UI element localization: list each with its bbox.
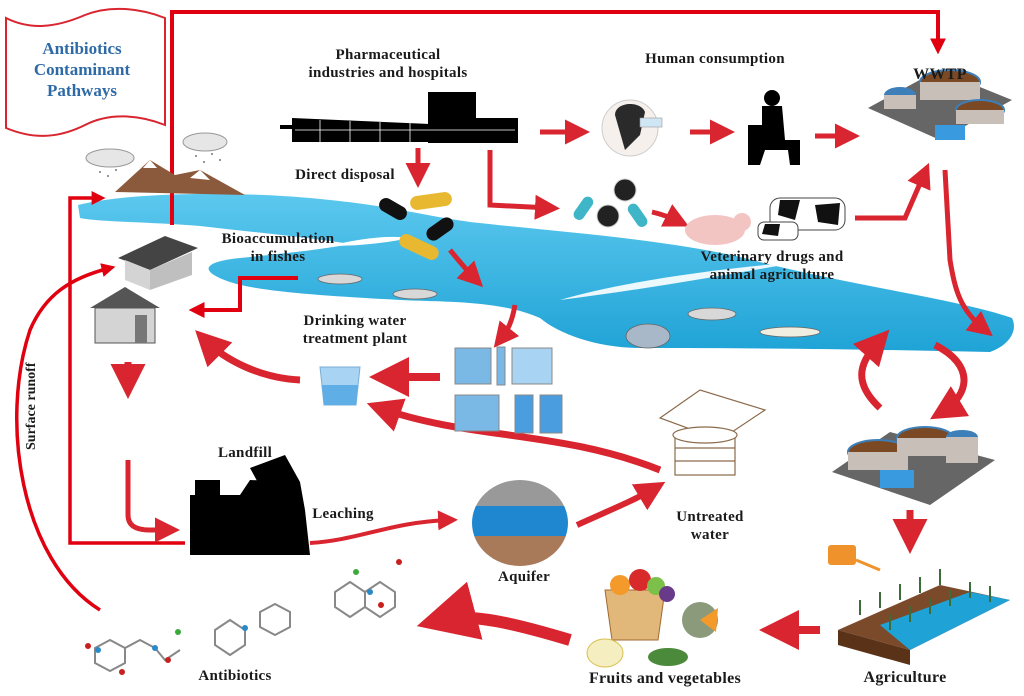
leaching-label: Leaching (312, 506, 374, 522)
fish-icon (317, 273, 821, 349)
pharma-label-line-2: industries and hospitals (308, 65, 468, 81)
pills-icon (379, 192, 454, 260)
hospital-building-icon (280, 92, 518, 143)
pharma-label: Pharmaceutical industries and hospitals (268, 46, 508, 82)
drinking-plant-line-2: treatment plant (302, 331, 408, 347)
direct-disposal-label: Direct disposal (295, 167, 395, 183)
title-line-2: Contaminant (33, 60, 131, 79)
flow-arrows (110, 119, 993, 650)
pig-icon (685, 213, 751, 245)
cow-icon (757, 197, 846, 241)
crop-field-icon (838, 569, 1010, 665)
wastewater-plant-icon (868, 69, 1012, 140)
bioaccumulation-line-2: in fishes (250, 249, 306, 265)
water-tanks-icon (454, 346, 563, 434)
pharma-label-line-1: Pharmaceutical (335, 47, 441, 63)
watering-can-icon (828, 545, 881, 572)
toilet-silhouette-icon (748, 90, 800, 165)
well-icon (658, 389, 767, 476)
title-line-1: Antibiotics (42, 39, 122, 58)
untreated-water-label: Untreated water (660, 508, 760, 544)
bioaccumulation-label: Bioaccumulation in fishes (198, 230, 358, 266)
runoff-line (15, 191, 185, 612)
title-line-3: Pathways (47, 81, 117, 100)
veterinary-label: Veterinary drugs and animal agriculture (672, 248, 872, 284)
untreated-line-2: water (690, 527, 730, 543)
veterinary-line-1: Veterinary drugs and (700, 249, 844, 265)
diagram-title: Antibiotics Contaminant Pathways (22, 38, 142, 101)
house-icon (90, 236, 198, 344)
fruit-basket-icon (586, 569, 718, 668)
agriculture-label: Agriculture (863, 669, 947, 686)
title-banner (5, 7, 166, 137)
person-drinking-icon (601, 99, 663, 157)
drinking-water-plant-label: Drinking water treatment plant (280, 312, 430, 348)
aquifer-label: Aquifer (497, 569, 551, 585)
antibiotics-label: Antibiotics (198, 668, 272, 684)
fruits-vegetables-label: Fruits and vegetables (588, 670, 742, 687)
mountain-rain-icon (85, 132, 245, 195)
drinking-plant-line-1: Drinking water (303, 313, 407, 329)
untreated-line-1: Untreated (676, 509, 744, 525)
top-flow-line (170, 10, 946, 225)
molecule-icon (85, 559, 402, 675)
aquifer-cross-section-icon (472, 480, 568, 566)
wwtp-label: WWTP (913, 66, 967, 83)
wastewater-plant-lower-icon (832, 426, 995, 505)
vet-pills-icon (573, 178, 648, 228)
water-glass-icon (319, 366, 361, 406)
human-consumption-label: Human consumption (645, 51, 785, 67)
bioaccumulation-line-1: Bioaccumulation (221, 231, 335, 247)
veterinary-line-2: animal agriculture (709, 267, 835, 283)
river (78, 193, 1014, 352)
surface-runoff-label: Surface runoff (24, 362, 39, 451)
landfill-label: Landfill (217, 445, 273, 461)
dump-truck-icon (190, 455, 310, 555)
